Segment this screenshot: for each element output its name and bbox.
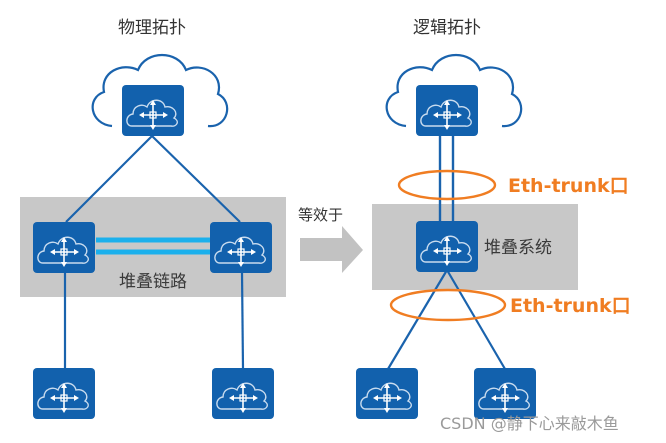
eth-trunk-top-label: Eth-trunk口 bbox=[508, 175, 629, 197]
arrow-right-icon bbox=[300, 226, 363, 273]
trunk-downlink-right bbox=[446, 269, 506, 370]
access-device-left-icon bbox=[32, 367, 96, 420]
access-device-right-icon bbox=[211, 367, 275, 420]
physical-topology-title: 物理拓扑 bbox=[118, 18, 186, 38]
router-cloud-icon bbox=[121, 84, 185, 137]
logical-topology-title: 逻辑拓扑 bbox=[413, 18, 481, 38]
stack-member-left-icon bbox=[32, 221, 96, 274]
logical-access-left-icon bbox=[355, 367, 419, 420]
uplink-left bbox=[65, 135, 153, 223]
eth-trunk-bottom-label: Eth-trunk口 bbox=[510, 295, 631, 317]
stack-system-label: 堆叠系统 bbox=[484, 238, 552, 258]
stack-link-label: 堆叠链路 bbox=[119, 272, 187, 292]
stack-system-icon bbox=[415, 220, 479, 273]
downlink-right bbox=[240, 271, 245, 370]
equivalent-label: 等效于 bbox=[298, 206, 343, 224]
eth-trunk-bottom-ellipse bbox=[389, 288, 507, 322]
stack-member-right-icon bbox=[209, 221, 273, 274]
watermark: CSDN @静下心来敲木鱼 bbox=[440, 414, 619, 433]
logical-access-right-icon bbox=[473, 367, 537, 420]
logical-router-icon bbox=[415, 84, 479, 137]
trunk-downlink-left bbox=[387, 269, 448, 370]
eth-trunk-top-ellipse bbox=[397, 169, 497, 201]
uplink-right bbox=[151, 135, 241, 223]
